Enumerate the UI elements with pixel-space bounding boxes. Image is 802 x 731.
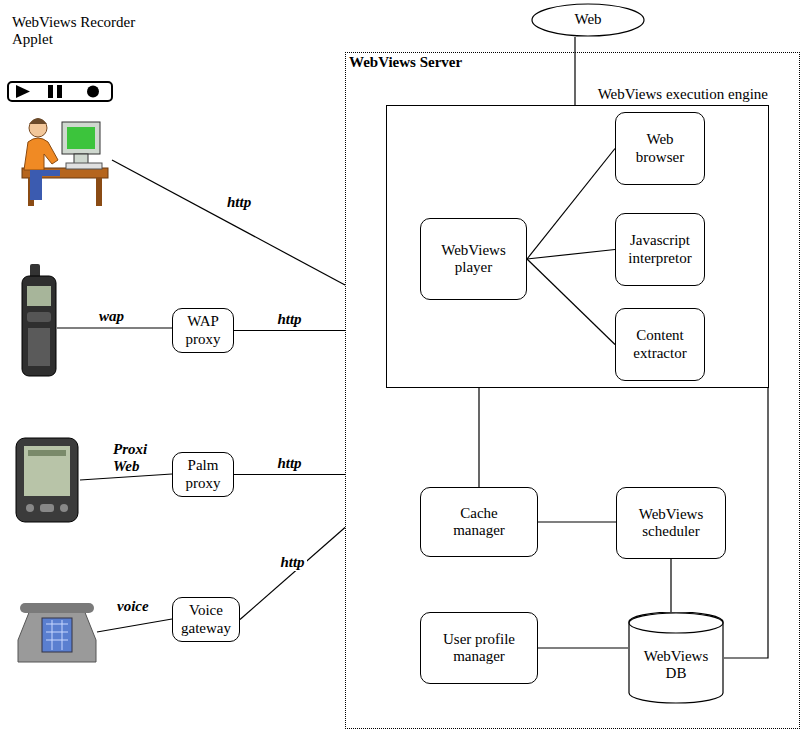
web-ellipse: Web <box>531 3 645 37</box>
component-box: Web browser <box>615 112 705 185</box>
component-box: Cache manager <box>420 487 538 557</box>
node-text: WebViews DB <box>640 648 712 683</box>
recorder-controls <box>8 82 112 101</box>
desktop-user-icon <box>29 119 47 137</box>
protocol-label: voice <box>116 598 150 615</box>
recorder-controls <box>48 85 53 98</box>
client-link <box>80 474 172 480</box>
client-link <box>57 327 172 328</box>
engine-region: WebViews execution engineWebViews player… <box>386 105 769 388</box>
recorder-controls <box>16 85 30 98</box>
connector-line <box>724 388 768 658</box>
connector-line <box>527 259 615 345</box>
protocol-label: http <box>275 311 303 328</box>
cell-phone-icon <box>22 264 56 376</box>
desktop-user-icon <box>22 118 108 206</box>
connector-line <box>670 559 671 612</box>
palm-device-icon <box>26 504 34 512</box>
telephone-icon <box>18 603 96 662</box>
applet-label: WebViews Recorder Applet <box>12 14 152 47</box>
component-box: User profile manager <box>420 612 538 684</box>
palm-device-icon <box>28 450 66 456</box>
desktop-user-icon <box>67 127 95 149</box>
proxy-box: Palm proxy <box>172 452 234 497</box>
server-region: WebViews ServerWebViews execution engine… <box>345 52 800 729</box>
protocol-label: Proxi Web <box>112 441 158 474</box>
desktop-user-icon <box>96 178 102 206</box>
client-link <box>97 619 172 632</box>
connector-line <box>240 528 345 620</box>
connector-line <box>538 647 628 648</box>
node-text: WebViews scheduler <box>630 506 712 541</box>
desktop-user-icon <box>30 170 60 200</box>
client-link <box>112 160 345 285</box>
connector-line <box>527 250 615 260</box>
connector-line <box>574 37 575 105</box>
connector-line <box>478 388 479 487</box>
node-text: Cache manager <box>443 505 515 540</box>
node-text: User profile manager <box>438 631 520 666</box>
cell-phone-icon <box>22 276 56 376</box>
node-text: Web <box>574 11 601 28</box>
node-text: Content extractor <box>624 327 696 362</box>
node-text: WebViews execution engine <box>598 86 768 103</box>
component-box: Javascript interpretor <box>615 213 705 286</box>
connector-line <box>527 149 615 260</box>
desktop-user-icon <box>66 163 102 169</box>
protocol-label: http <box>226 194 252 211</box>
proxy-box: WAP proxy <box>172 308 234 353</box>
node-text: WAP proxy <box>180 313 226 348</box>
telephone-icon <box>18 610 96 662</box>
cell-phone-icon <box>28 328 50 366</box>
database-cylinder: WebViews DB <box>628 612 724 704</box>
recorder-controls <box>87 86 99 98</box>
ellipse-outline <box>532 4 644 36</box>
component-box: WebViews player <box>420 218 527 300</box>
desktop-user-icon <box>29 118 47 124</box>
proxy-box: Voice gateway <box>172 597 240 642</box>
telephone-icon <box>20 603 94 613</box>
cell-phone-icon <box>27 312 51 322</box>
node-text: Voice gateway <box>178 602 234 637</box>
palm-device-icon <box>24 446 70 496</box>
node-text: Palm proxy <box>180 457 226 492</box>
palm-device-icon <box>16 438 78 522</box>
node-text: Web browser <box>629 131 691 166</box>
connector-line <box>234 474 345 475</box>
palm-device-icon <box>16 438 78 522</box>
node-text: Javascript interpretor <box>622 232 698 267</box>
desktop-user-icon <box>24 138 58 170</box>
desktop-user-icon <box>62 122 100 154</box>
protocol-label: http <box>275 455 303 472</box>
recorder-controls <box>8 82 112 101</box>
cell-phone-icon <box>27 286 51 306</box>
component-box: Content extractor <box>615 308 705 381</box>
telephone-icon <box>42 618 72 652</box>
connector-line <box>234 330 345 331</box>
node-text: WebViews player <box>435 242 513 277</box>
palm-device-icon <box>60 504 68 512</box>
protocol-label: http <box>278 554 306 571</box>
protocol-label: wap <box>98 308 125 325</box>
component-box: WebViews scheduler <box>616 487 726 559</box>
telephone-icon <box>46 620 68 650</box>
node-text: WebViews Server <box>349 54 462 71</box>
palm-device-icon <box>40 504 54 512</box>
recorder-controls <box>57 85 62 98</box>
cylinder-top <box>629 613 723 633</box>
cylinder-body <box>629 612 723 703</box>
connector-line <box>538 521 616 522</box>
